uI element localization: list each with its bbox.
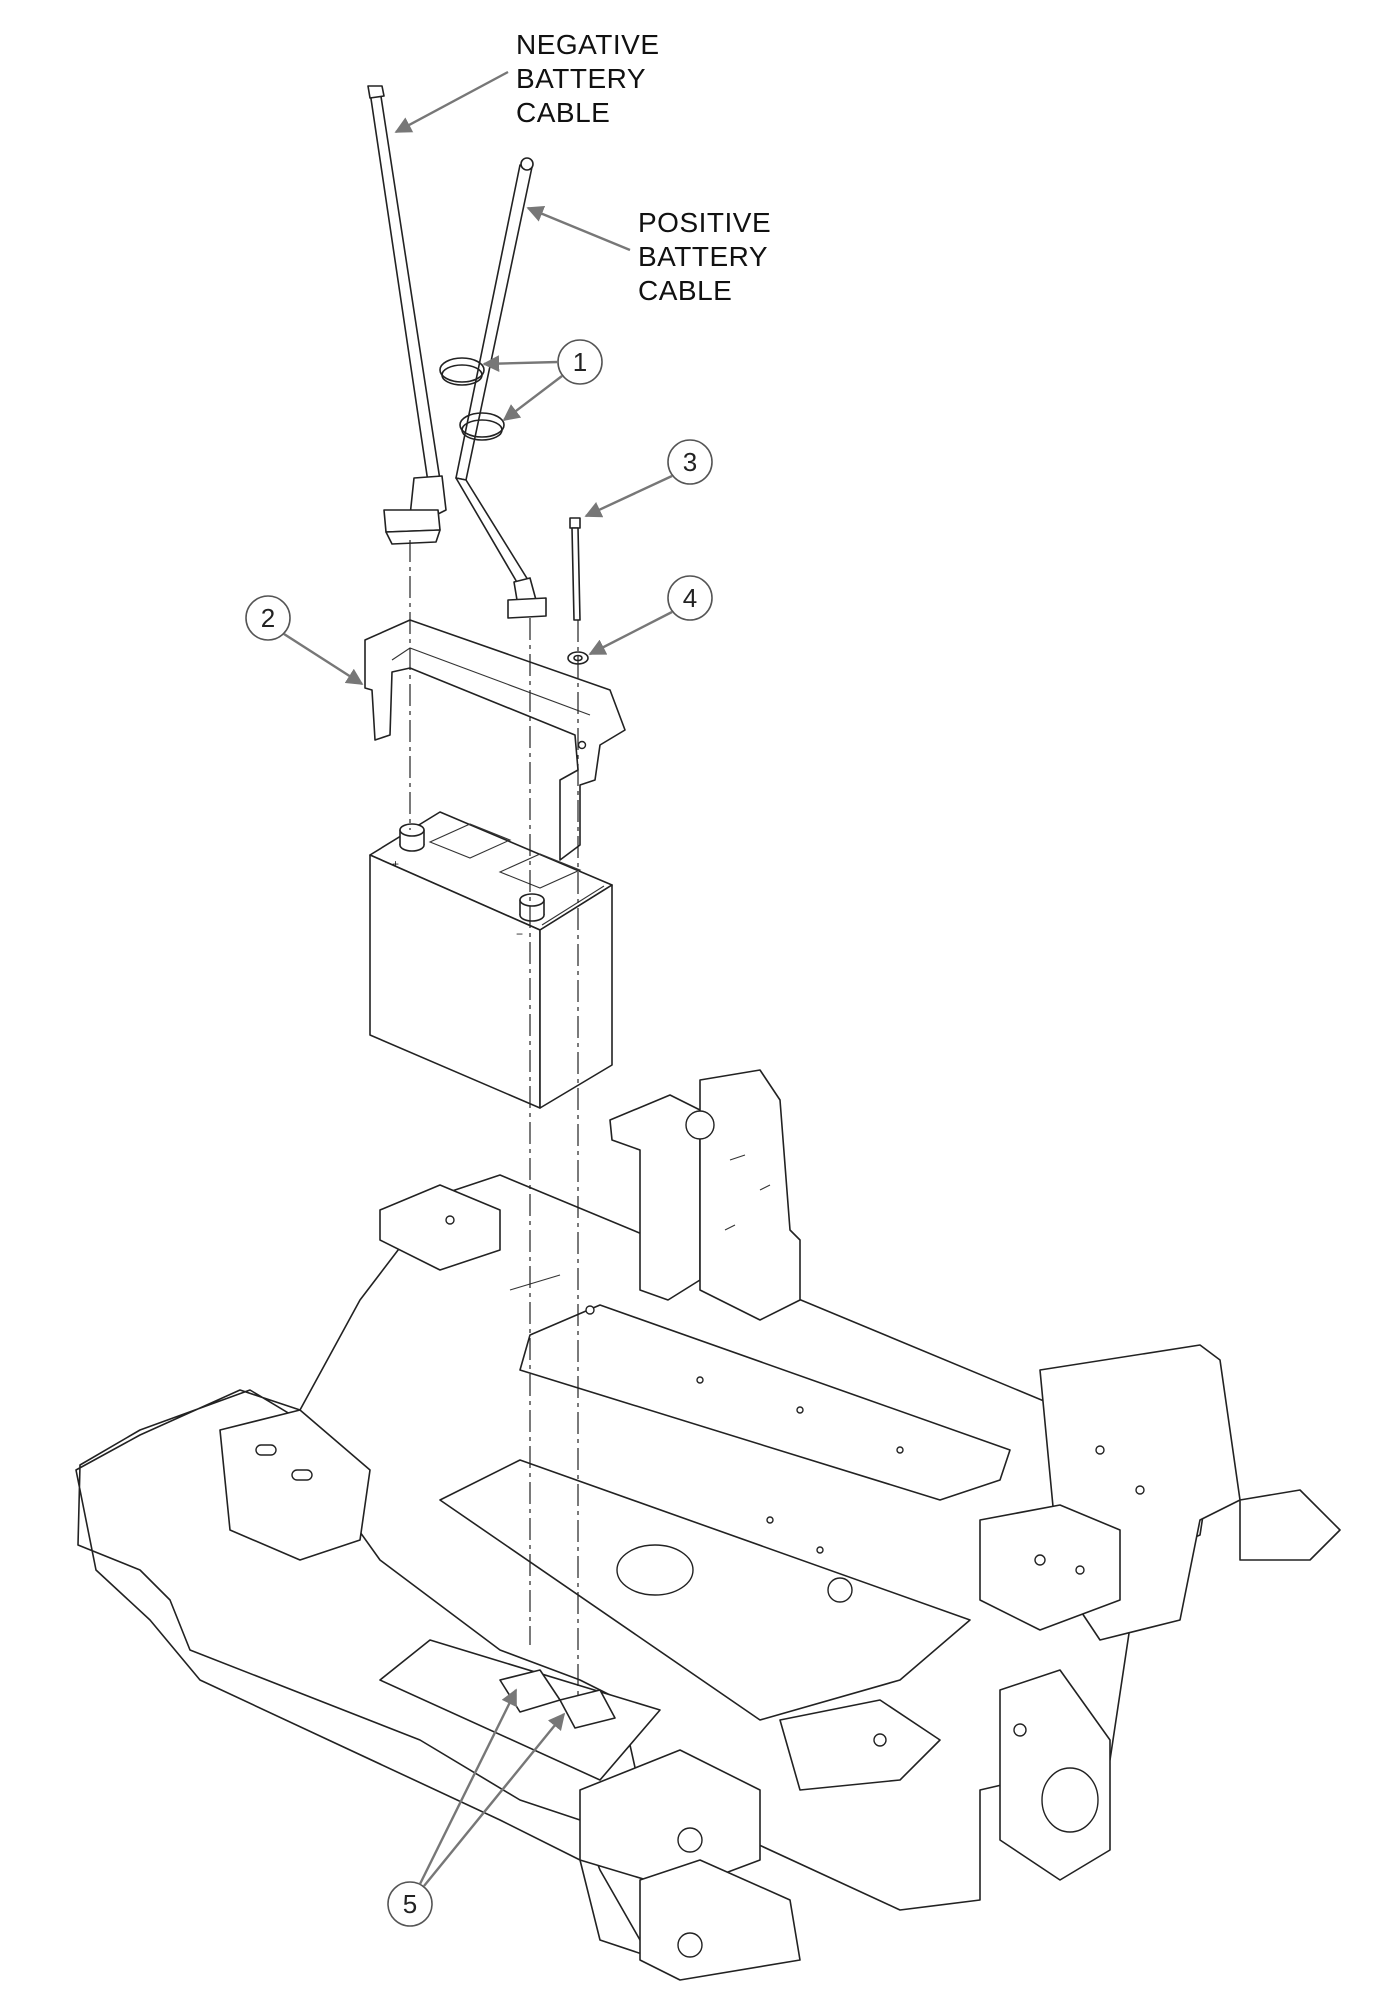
callout-2: 2 [245, 595, 364, 686]
negative-label-line-2: BATTERY [516, 63, 646, 94]
cable-tie-lower [459, 412, 505, 441]
callout-3: 3 [584, 439, 713, 518]
positive-cable-leader [526, 205, 631, 252]
positive-cable-label: POSITIVE BATTERY CABLE [638, 207, 771, 306]
callout-4: 4 [588, 575, 713, 656]
negative-battery-cable [367, 85, 447, 545]
callout-5-number: 5 [403, 1889, 417, 1919]
callout-3-number: 3 [683, 447, 697, 477]
negative-label-line-3: CABLE [516, 97, 610, 128]
negative-cable-leader [394, 70, 509, 134]
positive-terminal-mark: + [392, 857, 399, 871]
callout-1-number: 1 [573, 347, 587, 377]
negative-terminal-mark: − [516, 927, 523, 941]
positive-label-line-2: BATTERY [638, 241, 768, 272]
negative-label-line-1: NEGATIVE [516, 29, 660, 60]
assembly-axis-lines [409, 540, 579, 1700]
mower-chassis-frame [75, 1069, 1341, 1981]
callout-1: 1 [482, 339, 603, 422]
positive-label-line-3: CABLE [638, 275, 732, 306]
battery: + − [369, 811, 613, 1109]
bolt [569, 517, 581, 621]
callout-4-number: 4 [683, 583, 697, 613]
callout-5: 5 [387, 1688, 566, 1927]
callout-2-number: 2 [261, 603, 275, 633]
negative-cable-label: NEGATIVE BATTERY CABLE [516, 29, 660, 128]
positive-battery-cable [455, 157, 547, 619]
positive-label-line-1: POSITIVE [638, 207, 771, 238]
